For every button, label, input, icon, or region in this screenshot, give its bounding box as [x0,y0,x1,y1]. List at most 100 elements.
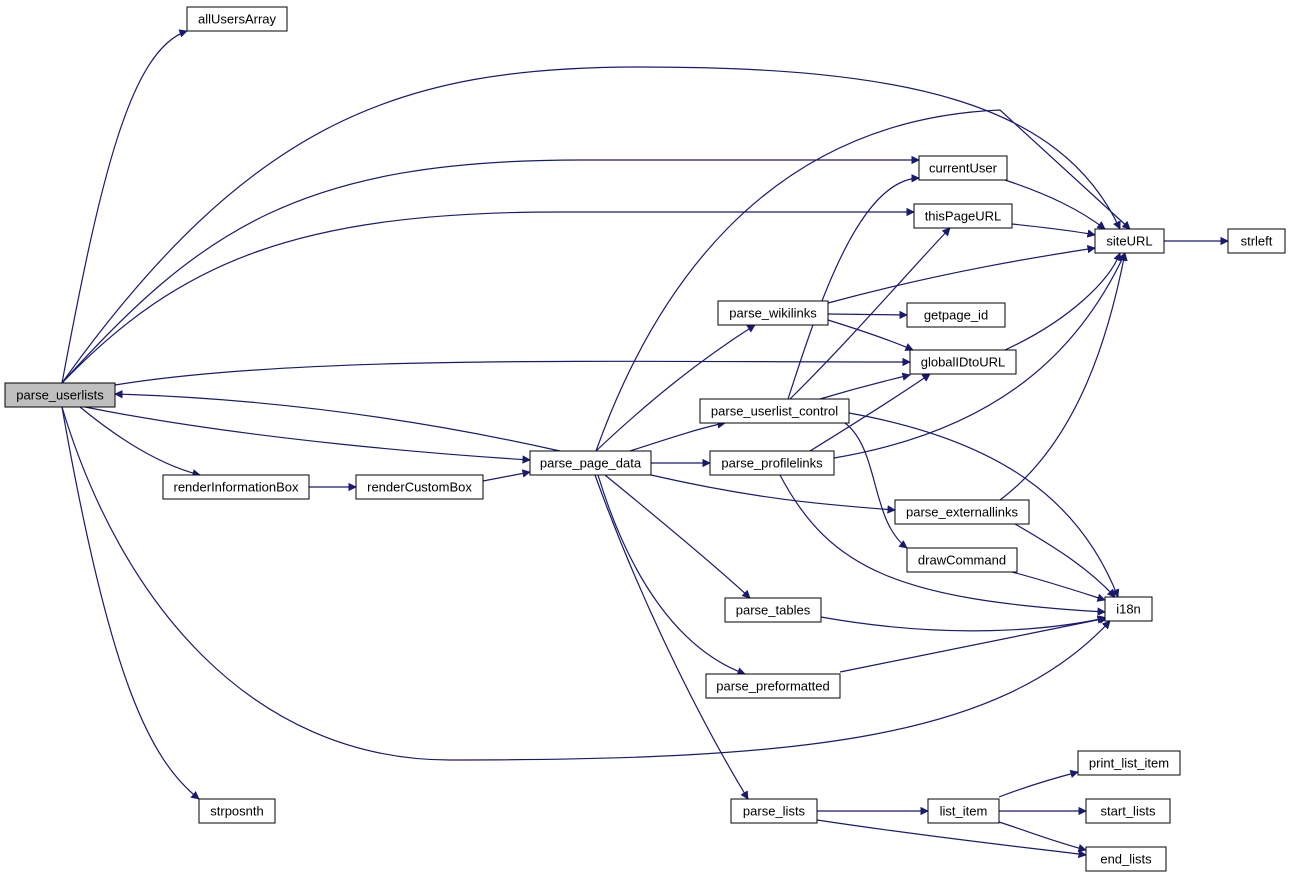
node-box [705,673,841,699]
node-parse_tables[interactable]: parse_tables [724,597,822,623]
node-label: parse_userlist_control [711,404,838,419]
node-box [909,349,1017,375]
edge-parse_wikilinks-to-siteURL [827,245,1096,304]
node-parse_lists[interactable]: parse_lists [730,798,818,824]
node-label: renderInformationBox [173,480,299,495]
edge-parse_userlists-to-currentUser [61,155,920,384]
node-box [4,382,116,408]
edge-parse_page_data-to-parse_externallinks [650,474,896,514]
edge-parse_page_data-to-parse_lists [594,474,749,800]
node-thisPageURL[interactable]: thisPageURL [913,203,1013,229]
node-label: parse_wikilinks [729,306,817,321]
node-label: parse_lists [743,804,806,819]
edge-globalIDtoURL-to-siteURL [1004,252,1122,351]
node-box [1227,228,1286,254]
node-globalIDtoURL[interactable]: globalIDtoURL [909,349,1017,375]
node-label: siteURL [1106,234,1152,249]
node-label: currentUser [929,161,998,176]
node-parse_wikilinks[interactable]: parse_wikilinks [717,300,829,326]
node-label: i18n [1116,602,1141,617]
node-box [717,300,829,326]
node-parse_externallinks[interactable]: parse_externallinks [894,499,1030,525]
edge-parse_page_data-to-siteURL [595,109,1131,452]
node-strleft[interactable]: strleft [1227,228,1286,254]
edge-parse_userlist_control-to-globalIDtoURL [819,372,911,400]
edge-parse_wikilinks-to-globalIDtoURL [827,319,914,351]
edge-parse_preformatted-to-i18n [839,615,1108,673]
nodes-layer: parse_userlists allUsersArray renderInform… [4,6,1286,872]
node-strposnth[interactable]: strposnth [198,798,276,824]
node-box [529,450,652,476]
node-label: drawCommand [918,553,1006,568]
edge-parse_profilelinks-to-i18n [779,474,1106,616]
edges-layer [61,29,1229,859]
node-getpage_id[interactable]: getpage_id [906,302,1006,328]
node-parse_preformatted[interactable]: parse_preformatted [705,673,841,699]
edge-parse_page_data-to-parse_userlist_control [629,420,726,452]
node-renderCustomBox[interactable]: renderCustomBox [355,474,484,500]
node-label: globalIDtoURL [921,355,1006,370]
node-box [1104,596,1153,622]
edge-parse_page_data-to-parse_wikilinks [595,324,756,452]
edge-parse_page_data-to-parse_userlists [114,390,561,452]
edge-parse_profilelinks-to-globalIDtoURL [809,373,931,452]
edge-parse_wikilinks-to-getpage_id [827,310,908,320]
edge-parse_userlists-to-siteURL [61,66,1121,384]
node-drawCommand[interactable]: drawCommand [906,547,1018,573]
edge-parse_tables-to-i18n [820,615,1106,632]
edge-parse_userlists-to-globalIDtoURL [114,357,911,386]
node-box [1085,846,1167,872]
node-label: parse_tables [736,603,811,618]
node-box [730,798,818,824]
edge-parse_userlists-to-i18n [61,406,1111,761]
node-box [709,450,835,476]
node-end_lists[interactable]: end_lists [1085,846,1167,872]
node-box [355,474,484,500]
node-list_item[interactable]: list_item [927,798,1000,824]
edge-parse_userlist_control-to-drawCommand [844,422,908,549]
edge-parse_page_data-to-parse_tables [604,474,751,599]
edge-drawCommand-to-i18n [1011,571,1106,602]
node-box [1094,228,1165,254]
edge-parse_userlist_control-to-currentUser [787,174,920,400]
edge-parse_lists-to-end_lists [816,819,1087,859]
node-label: getpage_id [924,308,988,323]
node-print_list_item[interactable]: print_list_item [1077,750,1181,776]
node-label: parse_page_data [540,456,642,471]
edge-parse_userlist_control-to-thisPageURL [789,227,951,400]
edge-parse_userlists-to-allUsersArray [61,29,188,384]
node-parse_userlists[interactable]: parse_userlists [4,382,116,408]
node-parse_page_data[interactable]: parse_page_data [529,450,652,476]
node-i18n[interactable]: i18n [1104,596,1153,622]
node-parse_profilelinks[interactable]: parse_profilelinks [709,450,835,476]
node-start_lists[interactable]: start_lists [1085,798,1171,824]
node-label: list_item [940,804,988,819]
node-box [894,499,1030,525]
node-label: print_list_item [1089,756,1169,771]
edge-parse_userlist_control-to-i18n [848,412,1120,598]
node-label: parse_externallinks [906,505,1019,520]
edge-list_item-to-print_list_item [998,769,1079,798]
node-label: start_lists [1101,804,1156,819]
node-allUsersArray[interactable]: allUsersArray [186,6,288,32]
node-box [906,302,1006,328]
node-label: renderCustomBox [367,480,472,495]
node-label: thisPageURL [925,209,1002,224]
edge-currentUser-to-siteURL [1004,179,1106,230]
node-box [186,6,288,32]
node-box [724,597,822,623]
edge-renderCustomBox-to-parse_page_data [482,469,531,482]
node-renderInformationBox[interactable]: renderInformationBox [162,474,310,500]
edge-parse_profilelinks-to-siteURL [833,252,1126,459]
node-parse_userlist_control[interactable]: parse_userlist_control [699,398,850,424]
node-label: parse_profilelinks [721,456,823,471]
node-box [1085,798,1171,824]
edge-parse_userlists-to-renderInformationBox [79,406,201,478]
node-siteURL[interactable]: siteURL [1094,228,1165,254]
node-label: parse_userlists [16,388,104,403]
edge-parse_userlists-to-strposnth [61,406,200,800]
edge-parse_userlists-to-parse_page_data [84,406,531,464]
node-label: strleft [1241,234,1273,249]
node-currentUser[interactable]: currentUser [918,155,1008,181]
